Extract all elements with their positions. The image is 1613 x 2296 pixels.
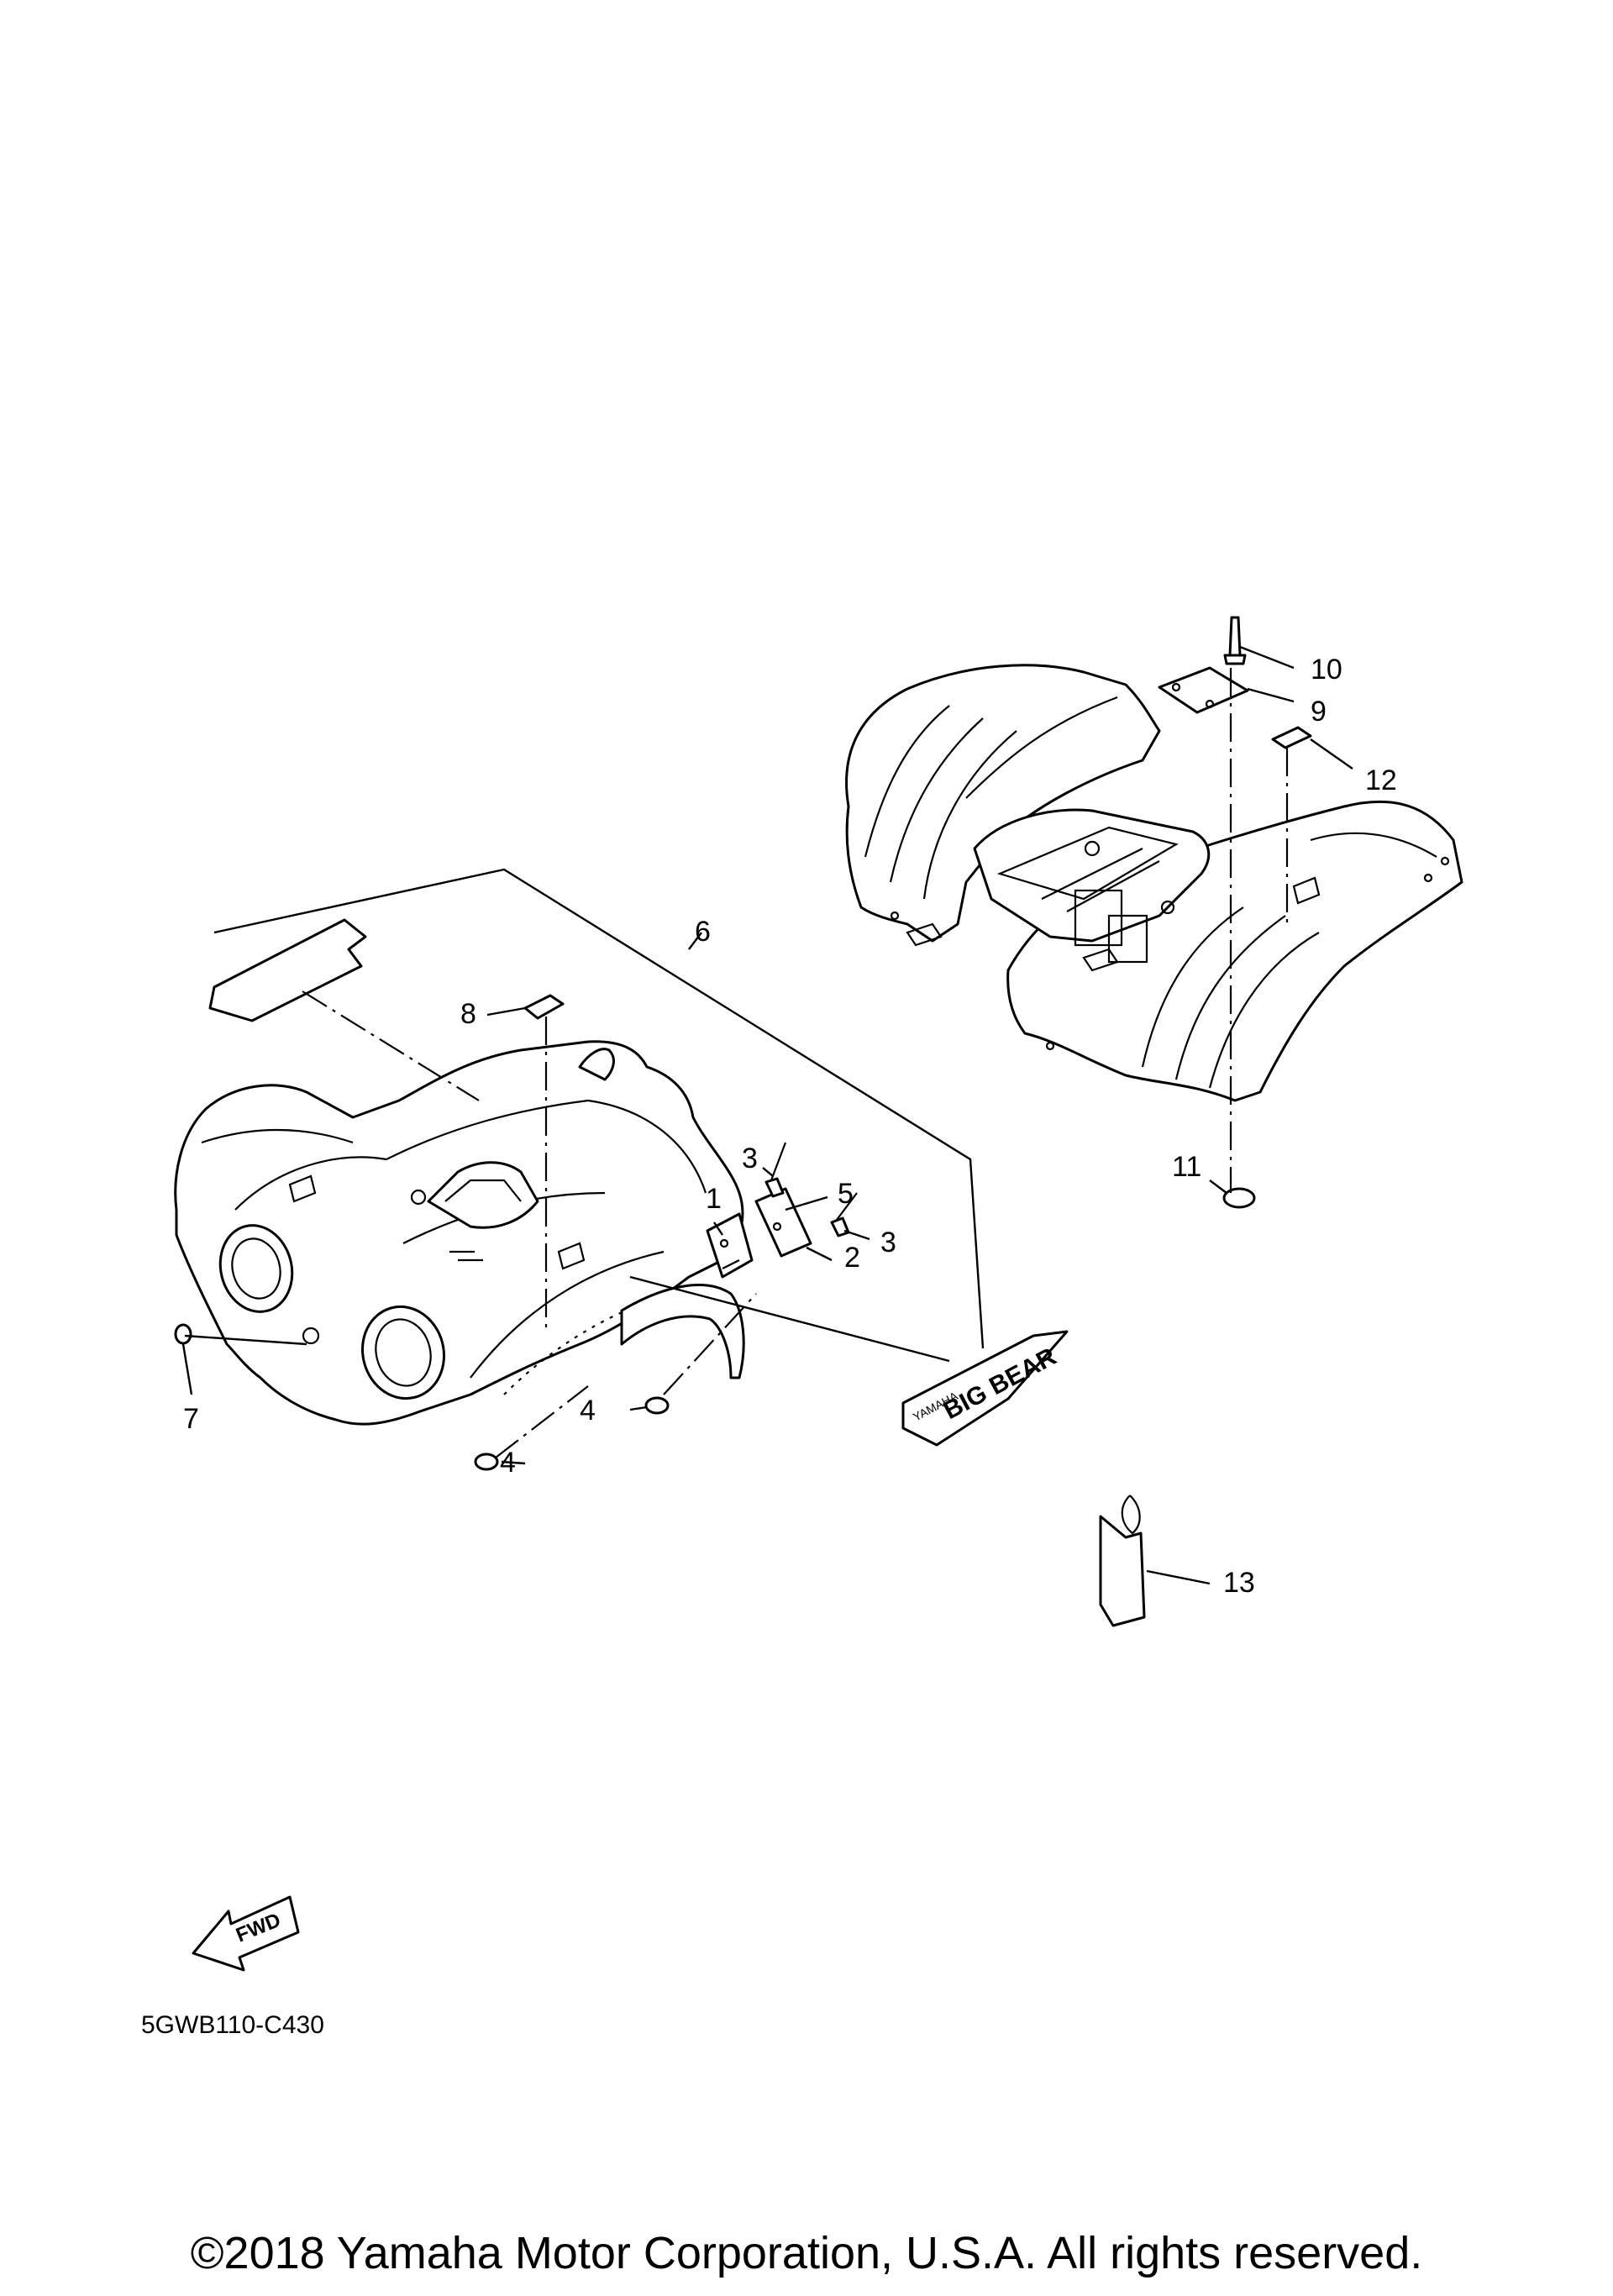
diagram-code: 5GWB110-C430 (141, 2011, 324, 2039)
grommet-4a (644, 1396, 670, 1415)
callout-11: 11 (1172, 1151, 1201, 1183)
plate-9 (1158, 666, 1249, 714)
tag-13 (1099, 1495, 1146, 1627)
front-underseat-panel (208, 918, 367, 1022)
callout-4b: 4 (500, 1447, 516, 1479)
callout-3b: 3 (880, 1227, 896, 1258)
callout-3a: 3 (742, 1143, 758, 1174)
callout-6: 6 (695, 916, 711, 948)
label-12 (1271, 726, 1312, 749)
rear-fender (845, 664, 1463, 1102)
grommet-4b (474, 1453, 499, 1471)
callout-7: 7 (183, 1403, 199, 1435)
cap-7 (174, 1323, 192, 1345)
callout-1: 1 (706, 1183, 722, 1215)
leader-lines (181, 645, 1353, 1585)
callout-4a: 4 (580, 1395, 596, 1426)
callout-8: 8 (460, 998, 476, 1030)
label-8 (523, 994, 565, 1020)
plate-2 (754, 1187, 812, 1258)
callout-labels: 1 2 3 3 4 4 5 6 7 8 9 10 11 12 13 (183, 654, 1397, 1599)
copyright-notice: ©2018 Yamaha Motor Corporation, U.S.A. A… (191, 2228, 1423, 2278)
bolt-3a (764, 1142, 787, 1198)
callout-10: 10 (1311, 654, 1342, 686)
grommet-11 (1222, 1187, 1256, 1209)
callout-9: 9 (1311, 696, 1327, 728)
fwd-arrow-icon: FWD (192, 1895, 300, 1972)
callout-5: 5 (838, 1178, 854, 1210)
front-fender (174, 1040, 745, 1426)
decal-6: YAMAHA BIG BEAR (901, 1330, 1069, 1447)
pin-10 (1223, 616, 1247, 665)
callout-13: 13 (1223, 1567, 1255, 1599)
callout-12: 12 (1365, 764, 1397, 796)
callout-2: 2 (844, 1242, 860, 1274)
